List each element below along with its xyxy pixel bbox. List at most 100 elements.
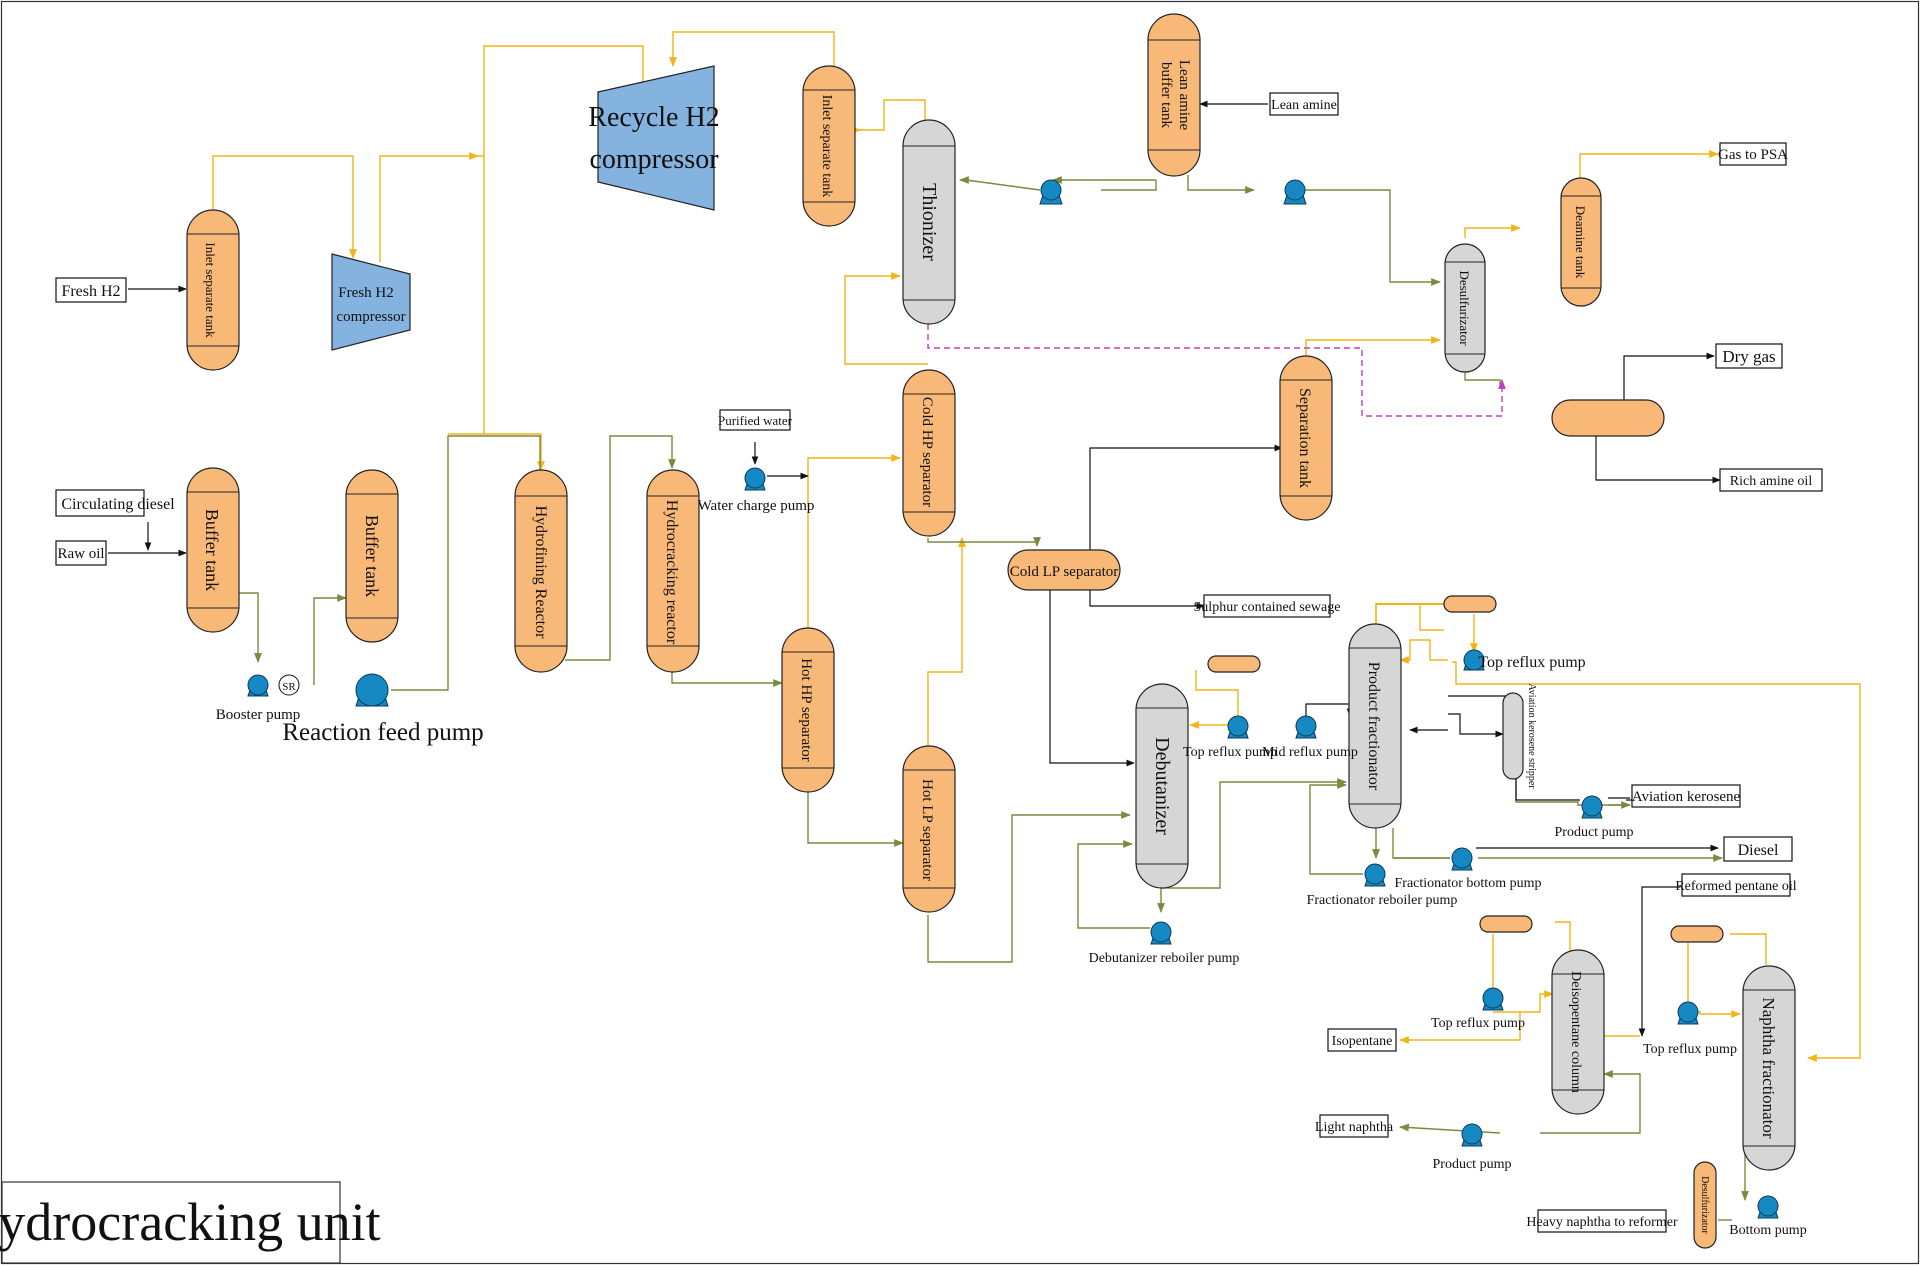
lean-amine-stream-label: Lean amine xyxy=(1271,98,1337,113)
naphtha-reflux-drum xyxy=(1670,925,1724,943)
deisopentane-product-pump-icon xyxy=(1461,1123,1483,1147)
fractionator-bottom-pump-label: Fractionator bottom pump xyxy=(1395,876,1542,891)
pf-top-reflux-pump-icon xyxy=(1463,649,1485,671)
buffer-tank-1-label: Buffer tank xyxy=(202,509,222,591)
deisopentane-top-reflux-pump-label: Top reflux pump xyxy=(1431,1016,1525,1031)
debutanizer-top-reflux-pump-icon xyxy=(1227,715,1249,739)
deamine-tank: Deamine tank xyxy=(1560,177,1602,307)
fractionator-reboiler-pump-label: Fractionator reboiler pump xyxy=(1307,893,1458,908)
aviation-kerosene-product-pump-icon xyxy=(1581,795,1603,819)
fractionator-reboiler-pump-icon xyxy=(1364,863,1386,887)
purified-water-stream-label: Purified water xyxy=(718,413,793,428)
debutanizer-reboiler-pump-icon xyxy=(1150,921,1172,945)
lean-amine-buffer-label-2: buffer tank xyxy=(1158,62,1174,128)
stream-boxes: Fresh H2 Lean amine Gas to PSA Dry gas R… xyxy=(55,92,1823,1233)
desulfurizator: Desulfurizator xyxy=(1444,243,1486,373)
bottom-pump-icon xyxy=(1757,1195,1779,1219)
fresh-h2-compressor-label-2: compressor xyxy=(336,309,405,325)
sr-indicator-label: SR xyxy=(282,681,296,693)
hot-lp-separator: Hot LP separator xyxy=(902,745,956,913)
circulating-diesel-stream-label: Circulating diesel xyxy=(61,496,175,513)
deisopentane-reflux-drum xyxy=(1479,915,1533,933)
debutanizer-reboiler-pump-label: Debutanizer reboiler pump xyxy=(1089,951,1240,966)
fresh-h2-compressor-label-1: Fresh H2 xyxy=(338,285,393,301)
deamine-tank-label: Deamine tank xyxy=(1573,206,1588,279)
recycle-h2-compressor: Recycle H2 compressor xyxy=(588,65,720,211)
debutanizer-reflux-drum xyxy=(1207,655,1261,673)
cold-hp-separator: Cold HP separator xyxy=(902,369,956,537)
product-fractionator: Product fractionator xyxy=(1348,595,1497,829)
reaction-feed-pump-icon xyxy=(355,673,389,707)
horizontal-separator xyxy=(1551,399,1665,437)
hot-hp-separator: Hot HP separator xyxy=(781,627,835,793)
fresh-h2-compressor: Fresh H2 compressor xyxy=(331,253,411,351)
lean-amine-buffer-tank: Lean amine buffer tank xyxy=(1147,13,1201,177)
pf-top-reflux-pump-label: Top reflux pump xyxy=(1478,654,1585,671)
diagram-title: Hydrocracking unit xyxy=(0,1192,381,1252)
product-fractionator-reflux-drum xyxy=(1443,595,1497,613)
debutanizer-top-reflux-pump-label: Top reflux pump xyxy=(1183,745,1277,760)
hydrofining-reactor: Hydrofining Reactor xyxy=(514,469,568,673)
product-fractionator-label: Product fractionator xyxy=(1365,662,1382,791)
heavy-naphtha-stream-label: Heavy naphtha to reformer xyxy=(1526,1215,1678,1230)
sulphur-sewage-stream-label: Sulphur contained sewage xyxy=(1194,600,1341,615)
deisopentane-top-reflux-pump-icon xyxy=(1482,987,1504,1011)
naphtha-top-reflux-pump-label: Top reflux pump xyxy=(1643,1042,1737,1057)
gas-to-psa-stream-label: Gas to PSA xyxy=(1718,147,1788,163)
reaction-feed-pump-label: Reaction feed pump xyxy=(282,719,483,746)
thionizer: Thionizer xyxy=(902,119,956,325)
sr-indicator-icon: SR xyxy=(278,674,300,696)
separation-tank: Separation tank xyxy=(1279,355,1333,521)
buffer-tank-2: Buffer tank xyxy=(345,469,399,643)
thionizer-label: Thionizer xyxy=(918,183,940,261)
inlet-separate-tank-2-label: Inlet separate tank xyxy=(819,95,834,198)
hot-hp-separator-label: Hot HP separator xyxy=(798,658,814,762)
deisopentane-column: Deisopentane column xyxy=(1479,915,1605,1115)
buffer-tank-1: Buffer tank xyxy=(186,467,240,633)
light-naphtha-stream-label: Light naphtha xyxy=(1315,1120,1394,1135)
hydrocracking-reactor: Hydrocracking reactor xyxy=(646,469,700,673)
hydrofining-reactor-label: Hydrofining Reactor xyxy=(532,506,549,640)
desulfurizator-label: Desulfurizator xyxy=(1457,270,1472,346)
desulfurizator-2-label: Desulfurizator xyxy=(1699,1176,1710,1234)
dry-gas-stream-label: Dry gas xyxy=(1722,347,1775,366)
inlet-separate-tank-1-label: Inlet separate tank xyxy=(203,242,218,338)
fresh-h2-stream-label: Fresh H2 xyxy=(61,283,120,300)
hydrocracking-reactor-label: Hydrocracking reactor xyxy=(663,500,680,645)
isopentane-stream-label: Isopentane xyxy=(1332,1034,1393,1049)
cold-hp-separator-label: Cold HP separator xyxy=(919,397,935,507)
fractionator-bottom-pump-icon xyxy=(1451,847,1473,871)
naphtha-top-reflux-pump-icon xyxy=(1677,1001,1699,1025)
aviation-kerosene-stripper: Aviation kerosene stripper xyxy=(1502,683,1537,789)
rich-amine-oil-stream-label: Rich amine oil xyxy=(1730,474,1813,489)
water-charge-pump-icon xyxy=(744,467,766,491)
raw-oil-stream-label: Raw oil xyxy=(57,546,104,562)
bottom-pump-label: Bottom pump xyxy=(1729,1223,1806,1238)
desulfurizator-2: Desulfurizator xyxy=(1693,1161,1717,1249)
naphtha-fractionator-label: Naphtha fractionator xyxy=(1759,997,1778,1138)
mid-reflux-pump-label: Mid reflux pump xyxy=(1262,745,1358,760)
water-charge-pump-label: Water charge pump xyxy=(698,498,815,514)
cold-lp-separator: Cold LP separator xyxy=(1007,549,1121,591)
recycle-h2-compressor-label-1: Recycle H2 xyxy=(588,102,719,133)
mid-reflux-pump-icon xyxy=(1295,715,1317,739)
separation-tank-label: Separation tank xyxy=(1296,388,1313,488)
booster-pump-label: Booster pump xyxy=(216,707,301,723)
pumps: SR xyxy=(247,179,1779,1219)
debutanizer-label: Debutanizer xyxy=(1151,737,1173,835)
thionizer-amine-pump-icon xyxy=(1039,179,1063,205)
desulfurizator-amine-pump-icon xyxy=(1283,179,1307,205)
recycle-h2-compressor-label-2: compressor xyxy=(589,144,719,175)
buffer-tank-2-label: Buffer tank xyxy=(362,515,382,597)
aviation-kerosene-stripper-label: Aviation kerosene stripper xyxy=(1526,683,1537,789)
title-block: Hydrocracking unit xyxy=(0,1181,381,1264)
hot-lp-separator-label: Hot LP separator xyxy=(919,779,935,881)
deisopentane-column-label: Deisopentane column xyxy=(1568,971,1583,1093)
inlet-separate-tank-1: Inlet separate tank xyxy=(186,209,240,371)
aviation-kerosene-product-pump-label: Product pump xyxy=(1555,825,1634,840)
inlet-separate-tank-2: Inlet separate tank xyxy=(802,65,856,227)
diesel-stream-label: Diesel xyxy=(1738,842,1779,859)
cold-lp-separator-label: Cold LP separator xyxy=(1010,564,1119,580)
